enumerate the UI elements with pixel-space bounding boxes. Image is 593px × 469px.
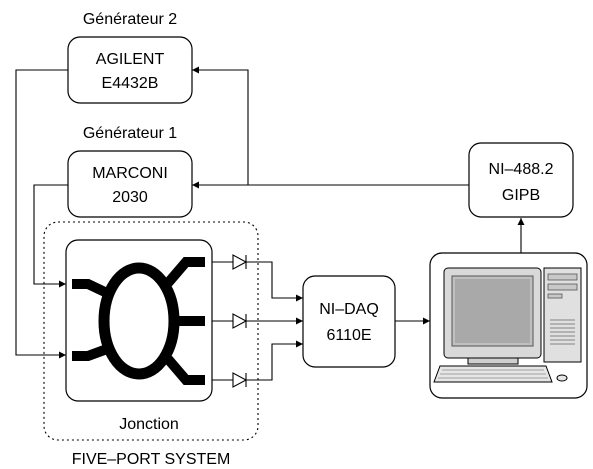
five-port-junction-icon — [72, 257, 205, 385]
diode-icon — [232, 372, 248, 388]
generator1-box — [67, 150, 193, 218]
system-label: FIVE–PORT SYSTEM — [72, 451, 231, 468]
gpib-line2: GIPB — [502, 187, 540, 204]
daq-line2: 6110E — [326, 327, 371, 344]
gpib-line1: NI–488.2 — [489, 161, 554, 178]
generator2-box — [67, 36, 193, 104]
generator1-model-line1: MARCONI — [92, 165, 168, 182]
daq-box — [302, 275, 396, 368]
generator1-title: Générateur 1 — [83, 125, 177, 142]
daq-line1: NI–DAQ — [319, 301, 379, 318]
generator2-title: Générateur 2 — [83, 11, 177, 28]
diode-icon — [232, 254, 248, 270]
wire-gen1-to-junction — [33, 184, 68, 288]
computer-icon — [433, 267, 582, 383]
junction-label: Jonction — [119, 416, 179, 433]
generator2-model-line1: AGILENT — [96, 51, 165, 68]
wire-gpib-to-gen2 — [192, 66, 249, 185]
generator2-model-line2: E4432B — [102, 75, 159, 92]
diode-icon — [232, 313, 248, 329]
wire-gen2-to-junction — [15, 69, 68, 359]
generator1-model-line2: 2030 — [112, 189, 148, 206]
gpib-box — [468, 142, 574, 218]
